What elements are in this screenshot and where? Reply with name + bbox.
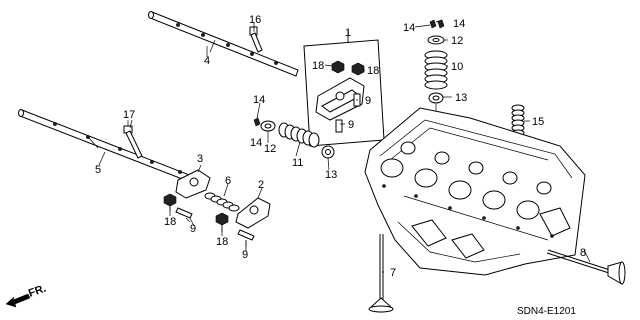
- callout-18-mid: 18: [216, 236, 228, 248]
- spring-6: [204, 183, 240, 212]
- rocker-shaft-upper: [148, 11, 299, 77]
- valve-spring-10: [424, 50, 448, 90]
- bolt-16: [249, 22, 263, 53]
- callout-8: 8: [580, 247, 586, 259]
- valve-seat-12-left: [260, 120, 276, 132]
- callout-16: 16: [249, 14, 261, 26]
- valve-cotter-14-left: [253, 117, 261, 127]
- callout-2: 2: [258, 179, 264, 191]
- valve-seal-13-mid: [321, 145, 335, 159]
- valve-spring-11: [278, 122, 320, 148]
- callout-13-right: 13: [455, 92, 467, 104]
- rocker-arm-3: [175, 164, 211, 199]
- cylinder-head: [364, 107, 586, 276]
- callout-4: 4: [204, 55, 210, 67]
- callout-10: 10: [451, 61, 463, 73]
- callout-5: 5: [95, 164, 101, 176]
- callout-14-lower-left: 14: [250, 137, 262, 149]
- front-label: FR.: [27, 282, 48, 299]
- callout-12-left: 12: [264, 143, 276, 155]
- valve-cotter-14-right: [429, 19, 445, 29]
- callout-9-box-upper: 9: [365, 95, 371, 107]
- exhaust-valve-8: [546, 249, 626, 285]
- bolt-17: [123, 120, 143, 159]
- callout-12-right: 12: [451, 35, 463, 47]
- callout-15: 15: [532, 116, 544, 128]
- callout-17: 17: [123, 109, 135, 121]
- front-arrow-icon: [5, 293, 31, 308]
- callout-6: 6: [225, 175, 231, 187]
- leader-lines: [98, 19, 591, 273]
- callout-14-right-a: 14: [403, 22, 415, 34]
- callout-9-left: 9: [190, 223, 196, 235]
- adjust-screw-9-left: [175, 207, 193, 223]
- rocker-shaft-lower: [18, 109, 193, 183]
- intake-valve-7: [368, 234, 394, 313]
- callout-1: 1: [345, 27, 351, 39]
- callout-18-box-left: 18: [312, 60, 324, 72]
- rocker-arm-assembly-box: [303, 35, 385, 147]
- valve-retainer-12-right: [427, 35, 445, 45]
- front-direction-indicator: FR.: [5, 282, 48, 308]
- callout-18-left: 18: [164, 216, 176, 228]
- callout-9-mid: 9: [242, 249, 248, 261]
- callout-labels: 1 2 3 4 5 6 7 8 9 9 9 9 10 11 12 12 13 1…: [95, 14, 586, 279]
- callout-13-mid: 13: [325, 169, 337, 181]
- callout-3: 3: [197, 153, 203, 165]
- callout-18-box-right: 18: [367, 65, 379, 77]
- callout-11: 11: [292, 157, 303, 169]
- rocker-arm-2: [235, 187, 271, 229]
- drawing-code: SDN4-E1201: [517, 306, 576, 317]
- callout-14-upper-left: 14: [253, 94, 265, 106]
- callout-14-right-b: 14: [453, 18, 465, 30]
- callout-9-box-lower: 9: [348, 119, 354, 131]
- callout-7: 7: [390, 267, 396, 279]
- valve-seal-13-right: [428, 92, 444, 150]
